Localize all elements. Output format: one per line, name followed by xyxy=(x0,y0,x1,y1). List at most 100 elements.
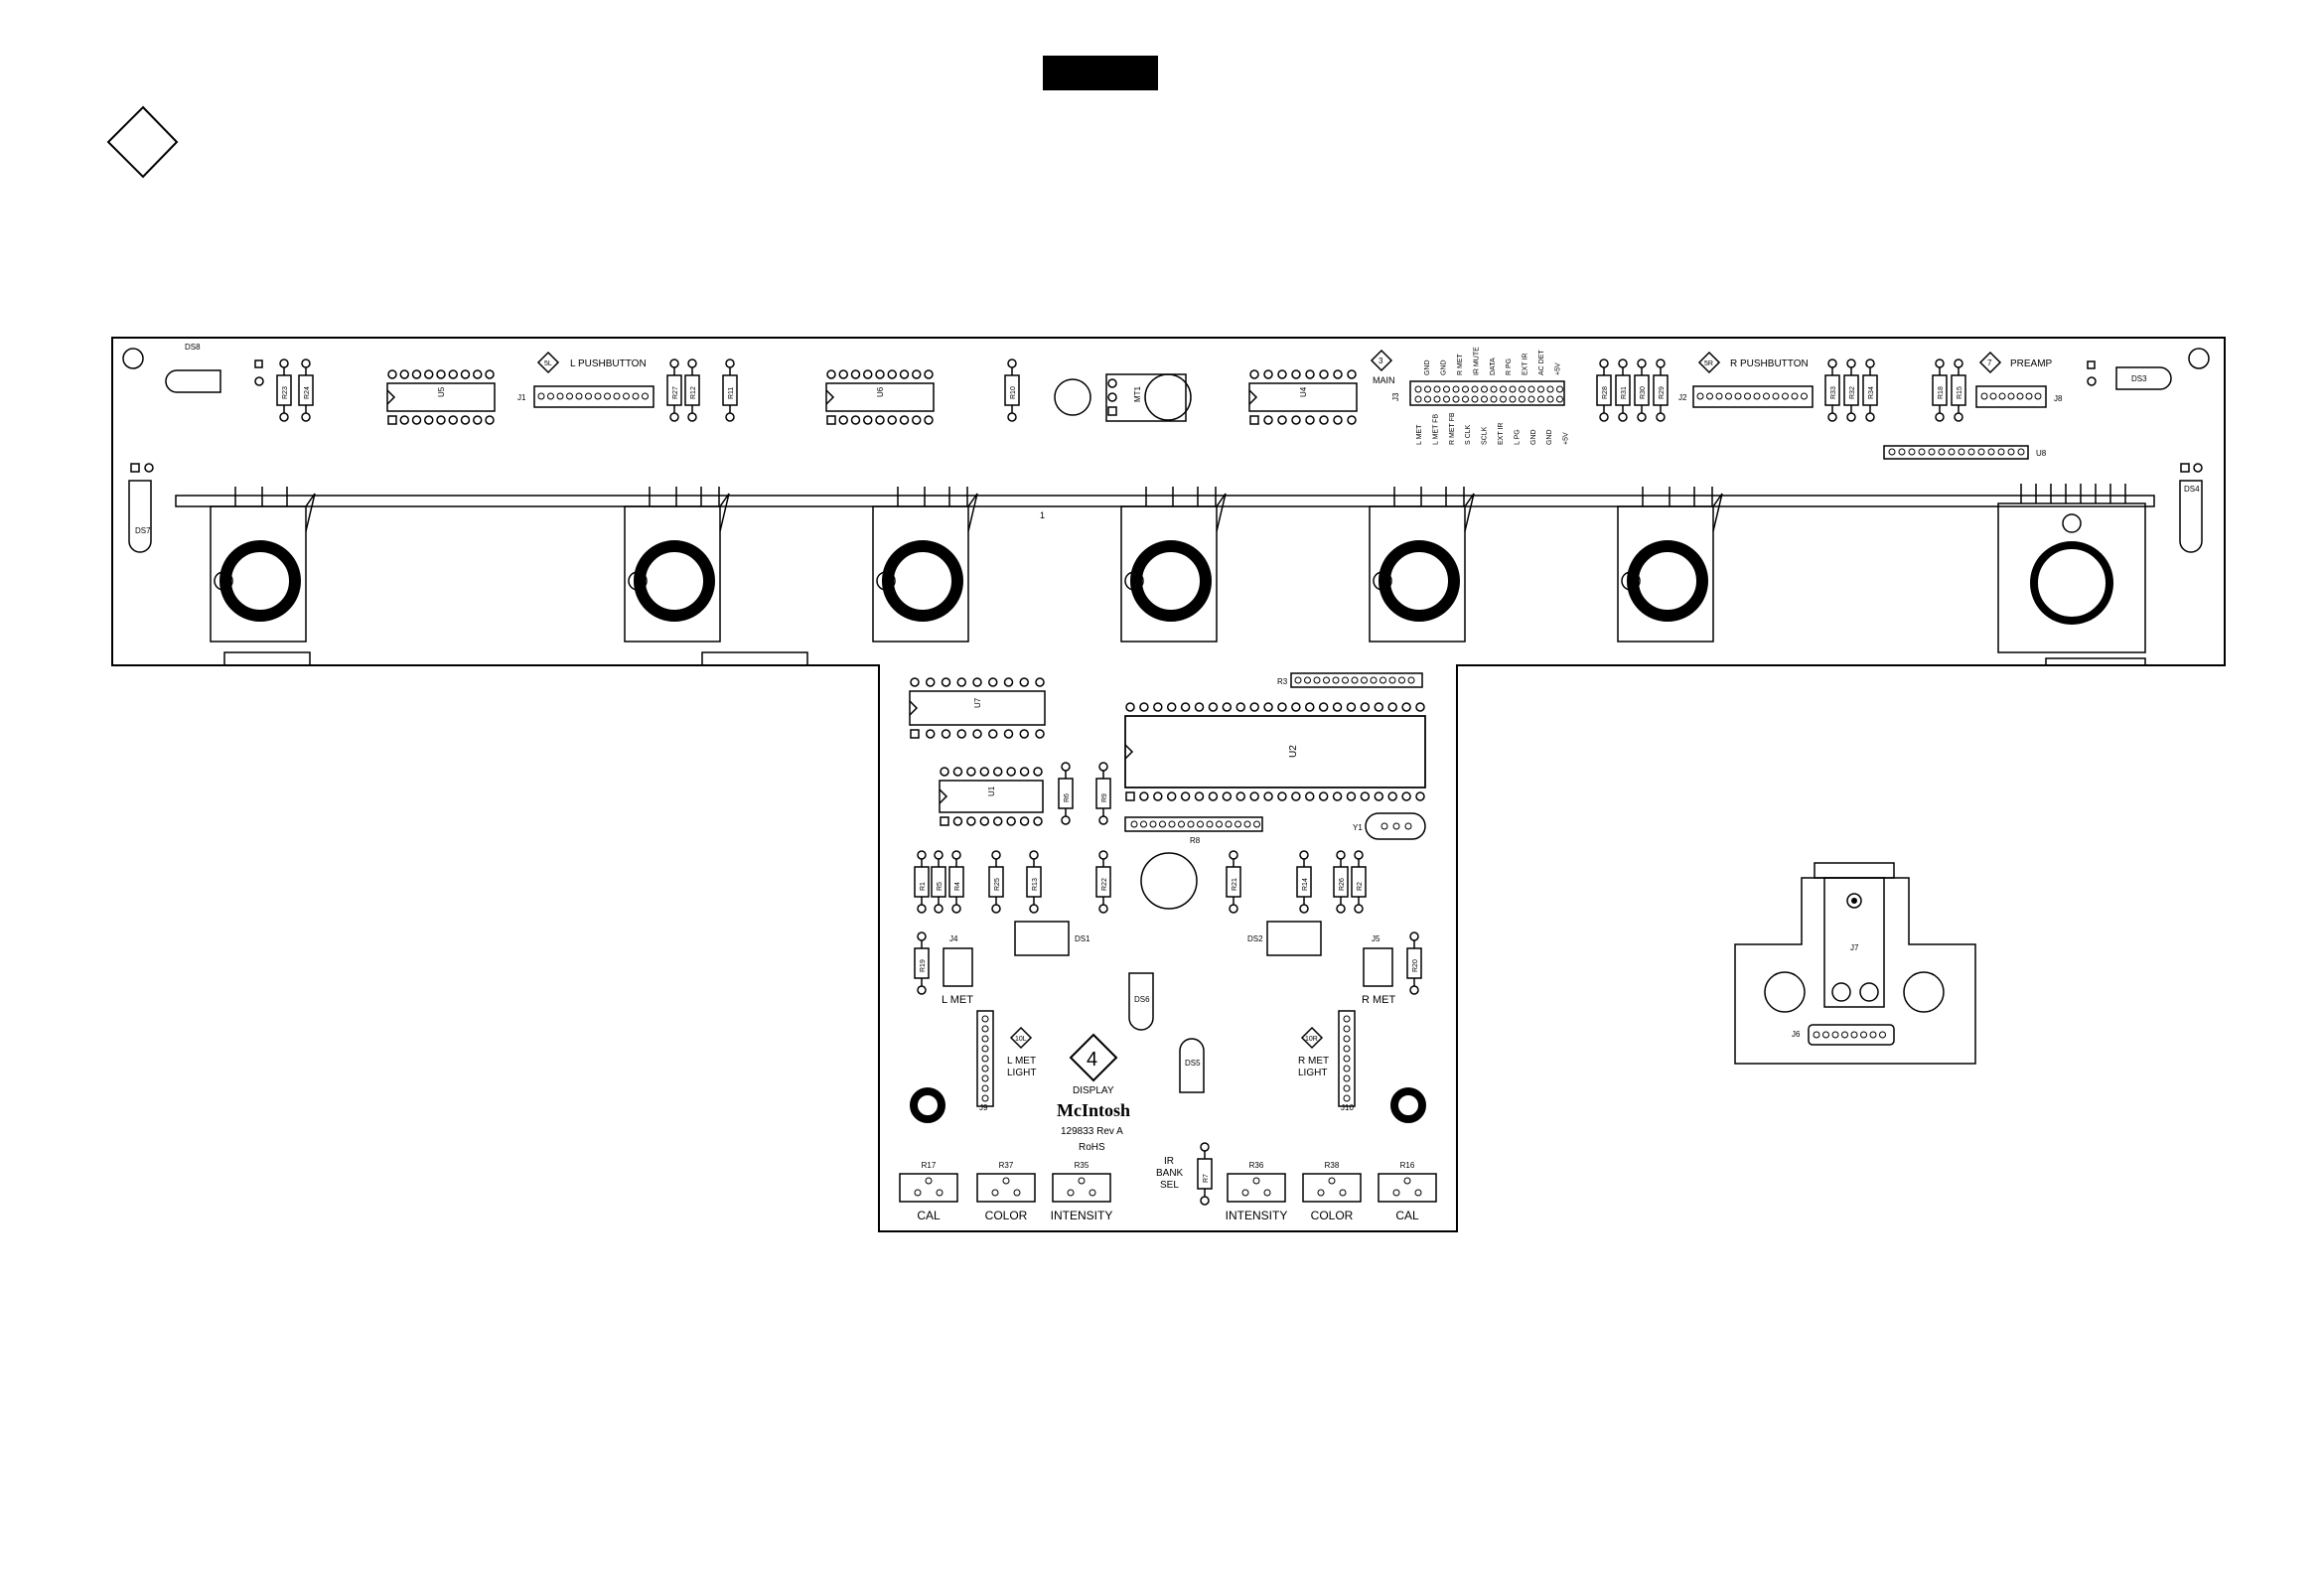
svg-text:DS4: DS4 xyxy=(2184,485,2200,494)
svg-text:U6: U6 xyxy=(876,386,885,397)
trimmer-ref: R36 xyxy=(1249,1161,1264,1170)
resistor: R28 xyxy=(1596,358,1612,422)
trimmer-ref: R17 xyxy=(922,1161,937,1170)
svg-text:J3: J3 xyxy=(1391,392,1400,401)
svg-text:R5: R5 xyxy=(937,882,944,891)
svg-text:R11: R11 xyxy=(728,387,735,399)
resistor: R6 xyxy=(1058,762,1074,825)
j3-pin-label: GND xyxy=(1546,429,1553,445)
svg-text:J9: J9 xyxy=(979,1103,988,1112)
connector-pins xyxy=(537,385,2042,1102)
svg-text:DS2: DS2 xyxy=(1247,934,1263,943)
resistor: R15 xyxy=(1951,358,1966,422)
j3-pin-label: SCLK xyxy=(1482,426,1489,445)
ic-chip: U6 xyxy=(825,369,935,425)
resistor: R27 xyxy=(666,358,682,422)
j3-pin-label: AC DET xyxy=(1538,350,1545,375)
resistor: R19 xyxy=(914,931,930,995)
j3-pin-label: GND xyxy=(1424,359,1431,375)
j3-pin-label: EXT IR xyxy=(1523,354,1529,375)
ic-chip: U4 xyxy=(1248,369,1358,425)
trimmer-ref: R16 xyxy=(1400,1161,1415,1170)
j3-pin-label: L PG xyxy=(1514,429,1521,445)
j3-pin-label: GND xyxy=(1441,359,1448,375)
label-display: DISPLAY xyxy=(1073,1085,1114,1096)
svg-text:R30: R30 xyxy=(1640,386,1647,399)
svg-text:R24: R24 xyxy=(304,386,311,399)
ref-ds8: DS8 xyxy=(185,343,201,352)
resistor: R30 xyxy=(1634,358,1650,422)
svg-text:R29: R29 xyxy=(1659,386,1666,399)
ref-ds3: DS3 xyxy=(2131,374,2147,383)
pushbutton-switch xyxy=(1369,487,1475,643)
badge-display: 4 xyxy=(1087,1049,1097,1071)
j3-pin-label: R PG xyxy=(1506,358,1513,375)
resistor: R22 xyxy=(1095,850,1111,914)
svg-text:R3: R3 xyxy=(1277,677,1288,686)
svg-text:R7: R7 xyxy=(1203,1174,1210,1183)
svg-text:DS1: DS1 xyxy=(1075,934,1090,943)
svg-text:J7: J7 xyxy=(1850,943,1859,952)
j3-pin-label: +5V xyxy=(1563,432,1570,445)
resistor: R18 xyxy=(1932,358,1948,422)
badge-r-met-light: 10R xyxy=(1305,1036,1318,1043)
j3-pin-label: EXT IR xyxy=(1498,423,1505,445)
svg-text:U7: U7 xyxy=(973,697,982,708)
label-r-met-light-1: R MET xyxy=(1298,1056,1329,1067)
resistor: R24 xyxy=(298,358,314,422)
label-r-met: R MET xyxy=(1362,994,1396,1006)
svg-text:R15: R15 xyxy=(1957,386,1963,399)
svg-text:DS7: DS7 xyxy=(135,526,151,535)
resistor: R10 xyxy=(1004,358,1020,422)
svg-text:DS6: DS6 xyxy=(1134,995,1150,1004)
resistor: R34 xyxy=(1862,358,1878,422)
j3-pin-label: IR MUTE xyxy=(1473,347,1480,375)
svg-text:DS5: DS5 xyxy=(1185,1059,1201,1068)
header-black-tab xyxy=(1043,56,1158,90)
label-ir: IR xyxy=(1164,1156,1174,1167)
svg-text:R25: R25 xyxy=(994,878,1001,891)
resistor: R33 xyxy=(1824,358,1840,422)
svg-text:MT1: MT1 xyxy=(1133,385,1142,402)
pushbutton-switches xyxy=(210,487,1723,643)
svg-text:R13: R13 xyxy=(1032,878,1039,891)
resistor: R13 xyxy=(1026,850,1042,914)
resistor: R11 xyxy=(722,358,738,422)
resistor: R2 xyxy=(1351,850,1367,914)
svg-text:R1: R1 xyxy=(920,882,927,891)
label-rohs: RoHS xyxy=(1079,1142,1105,1153)
j3-pin-label: L MET xyxy=(1416,424,1423,445)
svg-text:J10: J10 xyxy=(1341,1103,1354,1112)
pushbutton-switch xyxy=(1120,487,1227,643)
resistor: R7 xyxy=(1197,1142,1213,1206)
svg-text:R31: R31 xyxy=(1621,386,1628,399)
resistor: R32 xyxy=(1843,358,1859,422)
badge-l-pushbutton: 5L xyxy=(544,360,552,367)
trimmer-label: COLOR xyxy=(985,1209,1028,1222)
resistor: R21 xyxy=(1226,850,1241,914)
trimmer-label: CAL xyxy=(1395,1209,1419,1222)
svg-text:U2: U2 xyxy=(1288,745,1299,758)
j3-pin-label: S CLK xyxy=(1465,424,1472,445)
label-main: MAIN xyxy=(1373,375,1395,385)
j3-pin-label: R MET FB xyxy=(1449,412,1456,445)
j3-pin-label: DATA xyxy=(1490,358,1497,375)
label-r-met-light-2: LIGHT xyxy=(1298,1068,1327,1078)
svg-text:R10: R10 xyxy=(1010,386,1017,399)
j3-pin-label: +5V xyxy=(1554,362,1561,375)
svg-text:R20: R20 xyxy=(1412,959,1419,972)
trimmer-ref: R38 xyxy=(1325,1161,1340,1170)
resistor: R1 xyxy=(914,850,930,914)
label-l-met-light-2: LIGHT xyxy=(1007,1068,1036,1078)
j3-pin-label: L MET FB xyxy=(1432,414,1439,445)
label-l-met: L MET xyxy=(942,994,973,1006)
trimmer-label: INTENSITY xyxy=(1051,1209,1113,1222)
brand-logo: McIntosh xyxy=(1057,1100,1130,1120)
trimmer-pots: R17CALR37COLORR35INTENSITYR36INTENSITYR3… xyxy=(899,1161,1437,1222)
resistor: R12 xyxy=(684,358,700,422)
